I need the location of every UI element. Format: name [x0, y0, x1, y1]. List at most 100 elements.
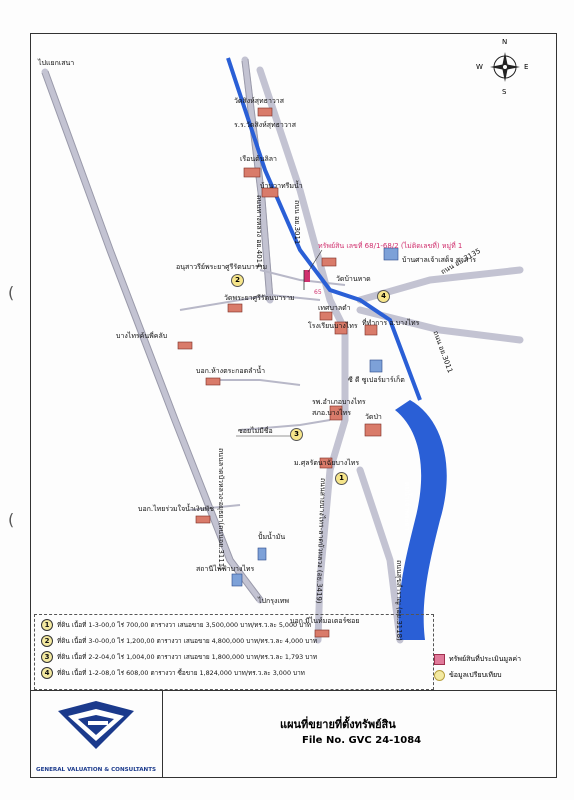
label-river: แม่น้ำเจ้าพระยา	[403, 482, 411, 531]
temple-icon-wat-sing	[257, 107, 273, 117]
label-power: สถานีไฟฟ้าบางไทร	[196, 565, 255, 573]
map-frame	[30, 33, 557, 778]
chao-phraya-river	[395, 400, 447, 640]
binder-hole-bottom: (	[8, 510, 15, 529]
comparable-marker-2[interactable]: 2	[231, 274, 244, 287]
label-soi: ซอยไม่มีชื่อ	[238, 427, 273, 435]
key-subject-label: ทรัพย์สินที่ประเมินมูลค่า	[449, 655, 522, 663]
label-ruenton: เรือนต้นลิลา	[240, 155, 277, 163]
local-roads	[179, 269, 346, 511]
label-school-m: ม.ศุลรัตนาฉัยบางไทร	[294, 459, 360, 467]
label-sanjao: บ้านศาลเจ้าเสด็จ สาสาร	[402, 256, 476, 264]
label-police: สภอ.บางไทร	[312, 409, 352, 417]
house-icon-ruenton	[243, 167, 261, 178]
compass-e: E	[524, 63, 529, 71]
legend-text-3: ที่ดิน เนื้อที่ 2-2-04,0 ไร่ 1,004,00 ตา…	[57, 653, 318, 661]
label-banwa: บ้านวาทรีมน้ำ	[260, 182, 303, 190]
label-moo-bottom: บอก.มีไนท์มอเตอร์ซอย	[290, 617, 360, 625]
title-block: GENERAL VALUATION & CONSULTANTS แผนที่ขย…	[30, 690, 557, 778]
legend-row-2: 2 ที่ดิน เนื้อที่ 3-0-00,0 ไร่ 1,200,00 …	[41, 635, 317, 647]
compass-w: W	[476, 63, 483, 71]
supermarket-icon	[369, 359, 383, 373]
compass-n: N	[502, 38, 508, 46]
subject-swatch-icon	[434, 654, 445, 665]
label-moo-kao: บอก.ห้างตระกอตลำน้ำ	[196, 367, 266, 375]
road-4014	[241, 56, 274, 304]
label-bang-sai-market: บางไทรค้นพี่คลับ	[116, 332, 168, 340]
legend-num-4: 4	[41, 667, 53, 679]
label-subject-title: ทรัพย์สิน เลขที่ 68/1-68/2 (ไม่ติดเลขที่…	[318, 242, 463, 250]
temple-icon-wat-pa	[364, 423, 382, 437]
label-tesaban: เทศบาลตำ	[318, 304, 351, 312]
comparable-marker-1[interactable]: 1	[335, 472, 348, 485]
label-road-3111: ถนนลาดบัวหลวง-อยุธยา(ถนนอย.3111)	[217, 448, 225, 570]
gas-station-icon	[257, 547, 267, 561]
label-wat-ban-han: วัดบ้านหาด	[336, 275, 371, 283]
blue-icons	[231, 247, 399, 587]
road-3111	[41, 68, 264, 604]
comparable-swatch-icon	[434, 670, 445, 681]
map-title: แผนที่ขยายที่ตั้งทรัพย์สิน	[280, 718, 396, 731]
road-3118	[356, 466, 404, 644]
legend-text-1: ที่ดิน เนื้อที่ 1-3-00,0 ไร่ 700,00 ตารา…	[57, 621, 312, 629]
legend-num-3: 3	[41, 651, 53, 663]
sanjao-icon	[383, 247, 399, 261]
school-icon	[334, 321, 348, 335]
label-seven: ซี ดี ซูเปอร์มาร์เก็ต	[348, 376, 405, 384]
road-3011	[256, 66, 349, 334]
label-school-sing: ร.ร.วัดสิงห์สุทธาวาส	[234, 121, 296, 129]
store-icon-moo-kao	[205, 377, 221, 386]
legend-box: 1 ที่ดิน เนื้อที่ 1-3-00,0 ไร่ 700,00 ตา…	[34, 614, 434, 690]
subject-property: 65	[303, 270, 322, 296]
company-name: GENERAL VALUATION & CONSULTANTS	[36, 767, 157, 773]
label-to-bkk: ไปกรุงเทพ	[258, 597, 290, 605]
school-icon-m	[319, 457, 333, 469]
legend-row-3: 3 ที่ดิน เนื้อที่ 2-2-04,0 ไร่ 1,004,00 …	[41, 651, 317, 663]
legend-row-1: 1 ที่ดิน เนื้อที่ 1-3-00,0 ไร่ 700,00 ตา…	[41, 619, 311, 631]
compass-rose: N S E W	[476, 38, 532, 96]
subject-marker-text: 65	[314, 289, 322, 296]
store-icon-moo-phrae	[195, 515, 211, 524]
house-icon-banwa	[261, 187, 279, 198]
label-wat-phraya: วัดพระยาศูรีรัตนบาราม	[224, 294, 295, 302]
label-gas: ปั้มน้ำมัน	[258, 533, 286, 541]
label-wat-sing: วัดสิงห์สุทธาวาส	[234, 97, 285, 105]
compass-icon	[490, 52, 520, 82]
file-number: File No. GVC 24-1084	[302, 735, 422, 746]
subject-flag-icon	[304, 270, 310, 282]
legend-num-2: 2	[41, 635, 53, 647]
key-comparable: ข้อมูลเปรียบเทียบ	[434, 670, 568, 681]
temple-icon-wat-phraya	[227, 303, 243, 313]
comparable-marker-4[interactable]: 4	[377, 290, 390, 303]
compass-s: S	[502, 88, 507, 96]
canal-line	[226, 57, 422, 401]
legend-text-4: ที่ดิน เนื้อที่ 1-2-08,0 ไร่ 608,00 ตารา…	[57, 669, 305, 677]
label-top-road: ไปแยกเสนา	[38, 59, 75, 67]
store-icon-moo-bottom	[314, 629, 330, 638]
building-icons	[177, 107, 382, 638]
market-icon	[177, 341, 193, 350]
key-comparable-label: ข้อมูลเปรียบเทียบ	[449, 671, 502, 679]
label-post-office: ที่ทำการ อ.บางไทร	[362, 319, 420, 327]
label-moo-phrae: บอก.ไทยร่วมใจน้ำเงินพัช	[138, 505, 214, 513]
comparable-marker-3[interactable]: 3	[290, 428, 303, 441]
temple-icon-wat-ban-han	[321, 257, 337, 267]
legend-num-1: 1	[41, 619, 53, 631]
key-subject: ทรัพย์สินที่ประเมินมูลค่า	[434, 654, 568, 665]
power-station-icon	[231, 573, 243, 587]
building-icon-post	[364, 324, 378, 336]
legend-row-4: 4 ที่ดิน เนื้อที่ 1-2-08,0 ไร่ 608,00 ตา…	[41, 667, 305, 679]
label-school-bang: โรงเรียนบางไทร	[308, 322, 358, 330]
label-road-3011-top: ถนน อย.3011	[293, 200, 301, 245]
road-edges	[41, 58, 274, 602]
building-icon-tesaban	[319, 311, 333, 321]
label-anusawari: อนุสาวรีย์พระยาศูรีรัตนบาราม	[176, 263, 268, 271]
gv-logo-icon	[58, 701, 134, 749]
binder-hole-top: (	[8, 283, 15, 302]
label-wat-pa: วัดป่า	[365, 413, 382, 421]
road-network	[41, 56, 524, 644]
legend-text-2: ที่ดิน เนื้อที่ 3-0-00,0 ไร่ 1,200,00 ตา…	[57, 637, 318, 645]
label-hospital: รพ.อำเภอบางไทร	[312, 398, 366, 406]
